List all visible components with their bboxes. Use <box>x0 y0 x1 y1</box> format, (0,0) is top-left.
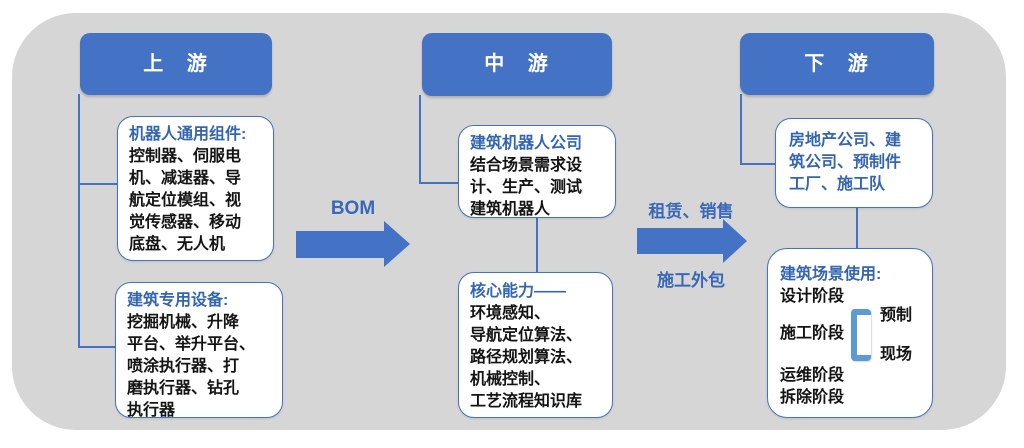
box-robot-common-components: 机器人通用组件: 控制器、伺服电 机、减速器、导 航定位模组、视 觉传感器、移动… <box>117 116 274 261</box>
split-prefab: 预制 <box>880 307 913 324</box>
header-downstream: 下 游 <box>740 33 934 95</box>
box-body: 挖掘机械、升降 平台、举升平台、 喷涂执行器、打 磨执行器、钻孔 执行器 <box>127 314 256 419</box>
connector-line <box>78 94 80 348</box>
stage-operation: 运维阶段 <box>780 367 845 384</box>
box-body: 结合场景需求设 计、生产、测试 建筑机器人 <box>470 157 583 218</box>
connector-line <box>78 346 116 348</box>
bom-arrow <box>296 231 384 258</box>
split-bracket-icon <box>851 309 871 361</box>
box-title: 建筑场景使用: <box>780 266 882 283</box>
bom-arrow-label: BOM <box>330 198 376 219</box>
lease-sales-label: 租赁、销售 <box>648 202 734 221</box>
connector-line <box>740 163 776 165</box>
box-downstream-customers: 房地产公司、建 筑公司、预制件 工厂、施工队 <box>775 118 933 208</box>
header-midstream: 中 游 <box>422 33 612 96</box>
connector-line <box>856 208 858 248</box>
sales-arrow-head <box>723 219 747 263</box>
box-body: 控制器、伺服电 机、减速器、导 航定位模组、视 觉传感器、移动 底盘、无人机 <box>129 148 242 253</box>
connector-line <box>419 95 421 184</box>
stage-construction: 施工阶段 <box>780 325 845 342</box>
construction-outsourcing-label: 施工外包 <box>657 271 725 290</box>
connector-line <box>78 183 118 185</box>
box-body: 环境感知、 导航定位算法、 路径规划算法、 机械控制、 工艺流程知识库 <box>470 305 583 410</box>
connector-line <box>419 182 459 184</box>
box-construction-special-equipment: 建筑专用设备: 挖掘机械、升降 平台、举升平台、 喷涂执行器、打 磨执行器、钻孔… <box>115 282 283 419</box>
box-core-capabilities: 核心能力—— 环境感知、 导航定位算法、 路径规划算法、 机械控制、 工艺流程知… <box>458 272 613 418</box>
box-title: 机器人通用组件: <box>129 126 247 143</box>
stage-design: 设计阶段 <box>780 288 845 305</box>
box-construction-robot-company: 建筑机器人公司 结合场景需求设 计、生产、测试 建筑机器人 <box>458 125 616 218</box>
bom-arrow-head <box>384 221 410 267</box>
box-title: 房地产公司、建 筑公司、预制件 工厂、施工队 <box>789 132 902 193</box>
box-title: 建筑专用设备: <box>127 292 229 309</box>
stage-demolition: 拆除阶段 <box>780 389 845 406</box>
connector-line <box>740 94 742 165</box>
box-title: 建筑机器人公司 <box>470 135 583 152</box>
connector-line <box>536 218 538 272</box>
sales-arrow <box>637 228 723 254</box>
box-construction-scenarios: 建筑场景使用: 设计阶段 施工阶段 预制 现场 运维阶段 拆除阶段 <box>767 248 933 418</box>
split-onsite: 现场 <box>880 346 913 363</box>
header-upstream: 上 游 <box>80 33 272 95</box>
box-title: 核心能力—— <box>470 283 567 300</box>
